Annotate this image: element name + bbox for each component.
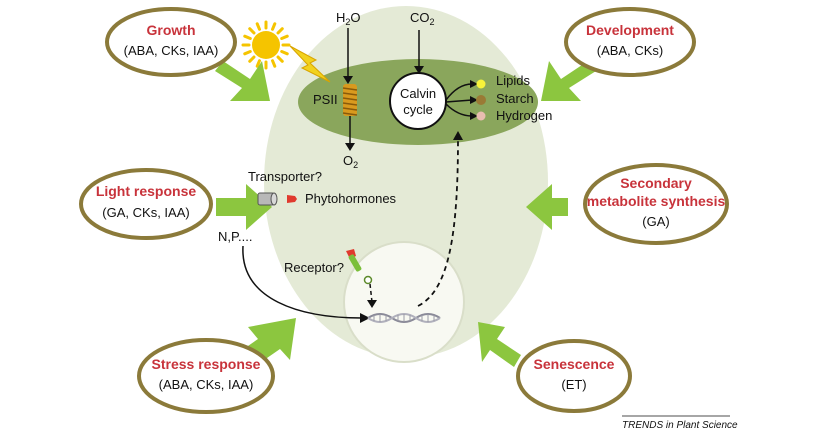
receptor-label: Receptor? (284, 260, 344, 275)
o2-label: O2 (343, 153, 358, 170)
light-title: Light response (96, 183, 197, 199)
secondary-title-line1: Secondary (620, 175, 692, 191)
sun-ray (271, 59, 277, 68)
sun-ray (280, 50, 289, 56)
senescence-hormones: (ET) (561, 377, 586, 392)
regulator-senescence: Senescence (ET) (516, 339, 632, 413)
co2-label: CO2 (410, 10, 435, 27)
hydrogen-dot (476, 111, 486, 121)
hydrogen-arrow (445, 103, 473, 117)
sun-ray (255, 22, 261, 31)
nutrient-arrow (242, 245, 363, 319)
footer-credit: TRENDS in Plant Science (622, 420, 738, 431)
stress-title: Stress response (152, 356, 261, 372)
sun-ray (255, 59, 261, 68)
lipids-dot (476, 79, 486, 89)
secondary-title-line2: metabolite synthesis (587, 193, 726, 209)
regulator-secondary-metabolite: Secondary metabolite synthesis (GA) (583, 163, 729, 245)
lightning-icon (289, 45, 331, 83)
regulator-light-response: Light response (GA, CKs, IAA) (79, 168, 213, 240)
sun-ray (276, 55, 284, 63)
h2o-label: H2O (336, 10, 361, 27)
receptor-signal-arrowhead (367, 300, 377, 308)
receptor-icon (346, 249, 373, 285)
light-hormones: (GA, CKs, IAA) (102, 205, 189, 220)
gene-expression-arrow (417, 137, 459, 307)
receptor-signal-arrow (369, 283, 373, 303)
sun-ray (243, 34, 252, 40)
calvin-cycle (389, 72, 447, 130)
transporter-icon (257, 192, 278, 206)
growth-hormones: (ABA, CKs, IAA) (124, 43, 219, 58)
development-arrow-icon (541, 61, 596, 101)
starch-label: Starch (496, 91, 534, 106)
sun-ray (271, 22, 277, 31)
hydrogen-label: Hydrogen (496, 108, 552, 123)
sun-ray (276, 27, 284, 35)
dna-icon (367, 313, 441, 323)
senescence-title: Senescence (534, 356, 615, 372)
senescence-arrow-icon (478, 322, 521, 367)
secondary-hormones: (GA) (642, 214, 669, 229)
sun-ray (280, 34, 289, 40)
growth-arrow-icon (215, 61, 270, 101)
development-hormones: (ABA, CKs) (597, 43, 663, 58)
h2o-arrowhead (343, 76, 353, 84)
sun-ray (248, 55, 256, 63)
phytohormone-icon (287, 195, 297, 203)
starch-arrow (445, 99, 473, 103)
starch-dot (476, 95, 486, 105)
calvin-label-line2: cycle (403, 102, 433, 117)
regulator-growth: Growth (ABA, CKs, IAA) (105, 7, 237, 77)
development-title: Development (586, 22, 674, 38)
lipids-arrow (445, 83, 473, 101)
stress-hormones: (ABA, CKs, IAA) (159, 377, 254, 392)
nutrient-arrowhead (360, 313, 370, 323)
phytohormones-label: Phytohormones (305, 191, 397, 206)
psii-complex-icon (342, 84, 358, 116)
o2-arrowhead (345, 143, 355, 151)
sun-icon (241, 20, 291, 70)
psii-label: PSII (313, 92, 338, 107)
calvin-label-line1: Calvin (400, 86, 436, 101)
light-response-arrow-icon (216, 184, 272, 230)
sun-ray (248, 27, 256, 35)
transporter-label: Transporter? (248, 169, 322, 184)
regulator-development: Development (ABA, CKs) (564, 7, 696, 77)
co2-arrowhead (414, 66, 424, 74)
growth-title: Growth (147, 22, 196, 38)
secondary-arrow-icon (526, 184, 568, 230)
sun-ray (243, 50, 252, 56)
gene-expression-arrowhead (453, 131, 463, 140)
nucleus (343, 241, 465, 363)
regulator-stress-response: Stress response (ABA, CKs, IAA) (137, 338, 275, 414)
nutrients-label: N,P.... (218, 229, 252, 244)
lipids-label: Lipids (496, 73, 530, 88)
